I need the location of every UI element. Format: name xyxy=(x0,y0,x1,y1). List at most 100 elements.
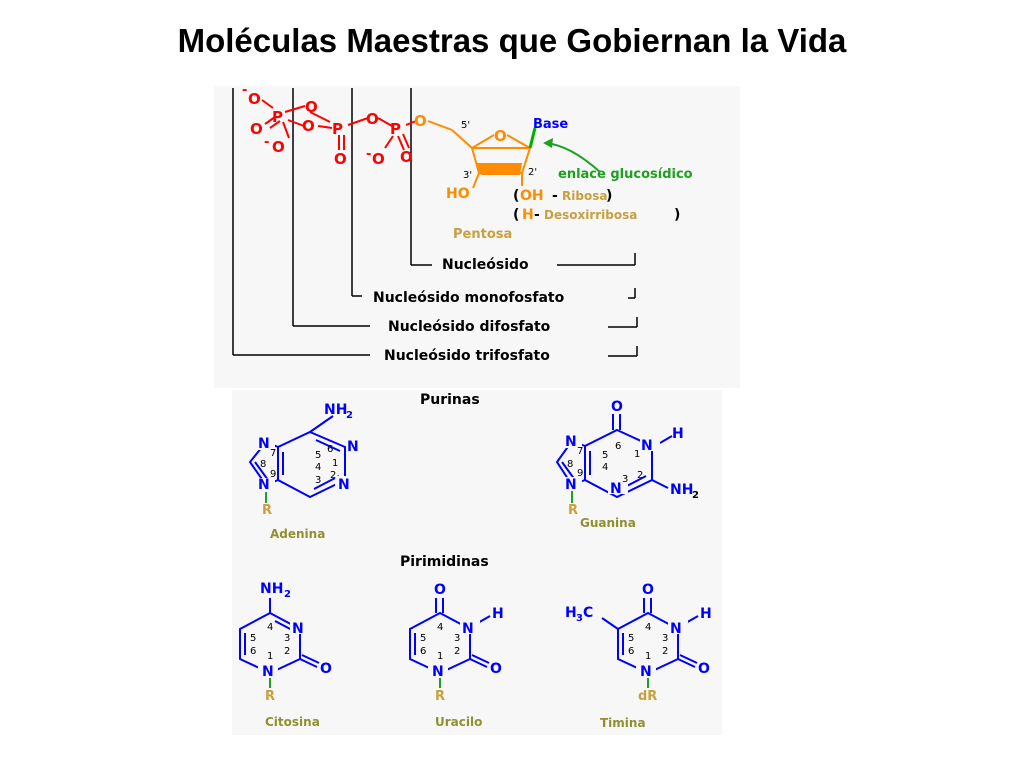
svg-text:4: 4 xyxy=(602,462,608,473)
svg-text:P: P xyxy=(390,120,401,138)
svg-text:1: 1 xyxy=(332,458,338,469)
svg-text:8: 8 xyxy=(567,459,573,470)
svg-text:3': 3' xyxy=(463,170,472,181)
citosina-structure: NH 2 N N O 4 3 2 1 5 6 R Citosina xyxy=(239,581,332,729)
svg-text:5: 5 xyxy=(250,633,256,644)
svg-text:8: 8 xyxy=(260,459,266,470)
svg-text:9: 9 xyxy=(270,469,276,480)
svg-text:6: 6 xyxy=(420,646,426,657)
guanina-label: Guanina xyxy=(580,516,636,530)
uracilo-structure: O H N N O 4 3 2 1 5 6 R Uracilo xyxy=(409,582,504,729)
glycosidic-bond xyxy=(528,127,537,149)
nucleotide-panel xyxy=(214,86,740,388)
svg-text:O: O xyxy=(250,120,263,138)
phosphate-bonds xyxy=(261,99,417,151)
svg-text:O: O xyxy=(494,127,507,145)
svg-text:3: 3 xyxy=(662,633,668,644)
svg-text:6: 6 xyxy=(327,444,333,455)
svg-text:(: ( xyxy=(513,188,519,204)
svg-text:C: C xyxy=(583,605,593,621)
svg-text:O: O xyxy=(698,661,710,677)
svg-text:NH: NH xyxy=(670,482,693,498)
svg-text:HO: HO xyxy=(446,186,470,202)
svg-text:H: H xyxy=(522,207,534,223)
svg-text:R: R xyxy=(435,689,445,704)
svg-text:N: N xyxy=(258,436,270,452)
svg-text:(: ( xyxy=(513,207,519,223)
svg-text:O: O xyxy=(248,90,261,108)
timina-structure: O H N N O H 3 C 4 3 2 1 5 6 dR Timina xyxy=(565,582,712,730)
phosphate-atoms: - O P O O - O O P O O P - O O xyxy=(242,83,413,168)
uracilo-label: Uracilo xyxy=(435,715,482,729)
nucleoside-labels: Nucleósido Nucleósido monofosfato Nucleó… xyxy=(373,257,565,364)
svg-text:4: 4 xyxy=(315,462,321,473)
citosina-label: Citosina xyxy=(265,715,320,729)
svg-text:): ) xyxy=(606,188,612,204)
svg-text:7: 7 xyxy=(270,448,276,459)
svg-text:1: 1 xyxy=(267,651,273,662)
timina-label: Timina xyxy=(600,716,646,730)
svg-text:2: 2 xyxy=(346,410,353,421)
svg-text:P: P xyxy=(332,120,343,138)
pirimidinas-title: Pirimidinas xyxy=(400,554,489,570)
label-difosfato: Nucleósido difosfato xyxy=(388,319,551,335)
svg-text:R: R xyxy=(262,503,272,518)
svg-text:2: 2 xyxy=(284,646,290,657)
svg-text:NH: NH xyxy=(260,581,283,597)
guanina-structure: O H N N N N NH 2 6 1 2 3 4 5 7 8 9 R Gua… xyxy=(555,399,699,530)
nucleotide-structure: - O P O O - O O P O O P - O O xyxy=(232,83,693,364)
svg-text:-: - xyxy=(264,135,269,150)
svg-text:H: H xyxy=(565,605,577,621)
svg-text:N: N xyxy=(462,621,474,637)
svg-text:O: O xyxy=(490,661,502,677)
svg-text:N: N xyxy=(565,434,577,450)
svg-text:3: 3 xyxy=(622,474,628,485)
svg-text:4: 4 xyxy=(267,622,273,633)
svg-text:5: 5 xyxy=(420,633,426,644)
svg-text:enlace glucosídico: enlace glucosídico xyxy=(558,167,693,182)
svg-text:R: R xyxy=(568,503,578,518)
svg-text:1: 1 xyxy=(634,449,640,460)
svg-text:6: 6 xyxy=(628,646,634,657)
svg-text:O: O xyxy=(400,148,413,166)
svg-text:-: - xyxy=(552,188,558,204)
svg-text:5: 5 xyxy=(315,450,321,461)
svg-text:N: N xyxy=(640,664,652,680)
label-nucleosido: Nucleósido xyxy=(442,257,529,273)
svg-text:N: N xyxy=(610,481,622,497)
ribose-bold-edge xyxy=(476,163,522,175)
ribose-labels: O 5' O Base 3' 2' enlace glucosídico HO … xyxy=(414,112,693,242)
svg-text:O: O xyxy=(611,399,623,415)
svg-text:2: 2 xyxy=(454,646,460,657)
svg-text:O: O xyxy=(305,98,318,116)
svg-text:1: 1 xyxy=(645,651,651,662)
svg-text:6: 6 xyxy=(250,646,256,657)
svg-text:H: H xyxy=(492,606,504,622)
svg-text:2': 2' xyxy=(528,167,537,178)
svg-text:O: O xyxy=(272,138,285,156)
label-monofosfato: Nucleósido monofosfato xyxy=(373,290,565,306)
svg-text:-: - xyxy=(242,83,247,98)
svg-text:-: - xyxy=(534,207,540,223)
svg-text:2: 2 xyxy=(692,490,699,501)
svg-text:OH: OH xyxy=(520,188,544,204)
svg-text:Pentosa: Pentosa xyxy=(453,227,512,242)
svg-text:O: O xyxy=(320,661,332,677)
svg-text:3: 3 xyxy=(454,633,460,644)
svg-text:H: H xyxy=(672,426,684,442)
svg-text:N: N xyxy=(432,664,444,680)
svg-text:5': 5' xyxy=(461,120,470,131)
svg-text:Ribosa: Ribosa xyxy=(562,189,607,203)
svg-text:3: 3 xyxy=(284,633,290,644)
svg-text:N: N xyxy=(338,477,350,493)
svg-text:1: 1 xyxy=(437,651,443,662)
label-trifosfato: Nucleósido trifosfato xyxy=(384,348,550,364)
svg-text:-: - xyxy=(366,147,371,162)
svg-text:Base: Base xyxy=(533,117,568,132)
svg-text:2: 2 xyxy=(637,470,643,481)
svg-text:5: 5 xyxy=(602,450,608,461)
adenina-structure: N N N N NH 2 6 1 2 3 4 5 7 8 9 R Adenina xyxy=(248,402,366,541)
svg-text:3: 3 xyxy=(576,613,583,624)
svg-text:N: N xyxy=(258,477,270,493)
svg-text:6: 6 xyxy=(615,441,621,452)
